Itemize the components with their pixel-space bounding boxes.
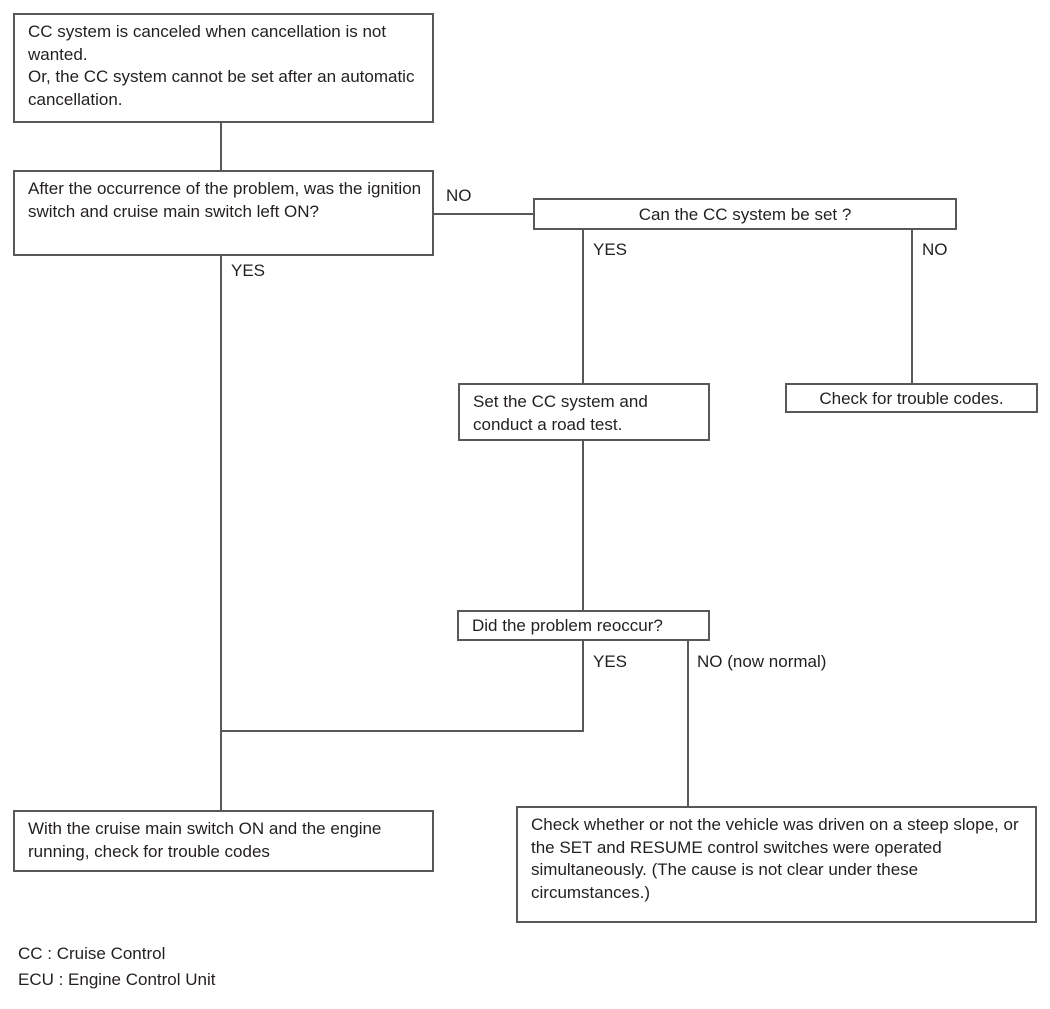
node-question-can-set: Can the CC system be set ? — [533, 198, 957, 230]
edge-label-reoccur-no: NO (now normal) — [697, 652, 827, 671]
edge-label-ignition-no: NO — [446, 186, 472, 205]
node-question-reoccur: Did the problem reoccur? — [457, 610, 710, 641]
edge-label-reoccur-yes: YES — [593, 652, 628, 671]
edge-ignition-yes-vertical — [220, 255, 222, 811]
node-action-cruise-on-check-codes: With the cruise main switch ON and the e… — [13, 810, 434, 872]
node-symptom: CC system is canceled when cancellation … — [13, 13, 434, 123]
legend-cc: CC : Cruise Control — [18, 944, 166, 963]
edge-reoccur-yes-vertical — [582, 640, 584, 732]
edge-roadtest-to-reoccur — [582, 441, 584, 610]
node-action-set-road-test: Set the CC system and conduct a road tes… — [458, 383, 710, 441]
legend-ecu: ECU : Engine Control Unit — [18, 970, 216, 989]
edge-label-ignition-yes: YES — [231, 261, 266, 280]
node-action-check-codes: Check for trouble codes. — [785, 383, 1038, 413]
edge-canset-yes-vertical — [582, 230, 584, 383]
edge-canset-no-vertical — [911, 230, 913, 383]
edge-label-canset-yes: YES — [593, 240, 628, 259]
node-action-check-steep-slope: Check whether or not the vehicle was dri… — [516, 806, 1037, 923]
edge-ignition-no-horizontal — [434, 213, 535, 215]
edge-reoccur-no-vertical — [687, 640, 689, 806]
edge-reoccur-yes-horizontal — [220, 730, 584, 732]
node-question-ignition: After the occurrence of the problem, was… — [13, 170, 434, 256]
edge-label-canset-no: NO — [922, 240, 948, 259]
edge-symptom-to-ignition — [220, 122, 222, 170]
